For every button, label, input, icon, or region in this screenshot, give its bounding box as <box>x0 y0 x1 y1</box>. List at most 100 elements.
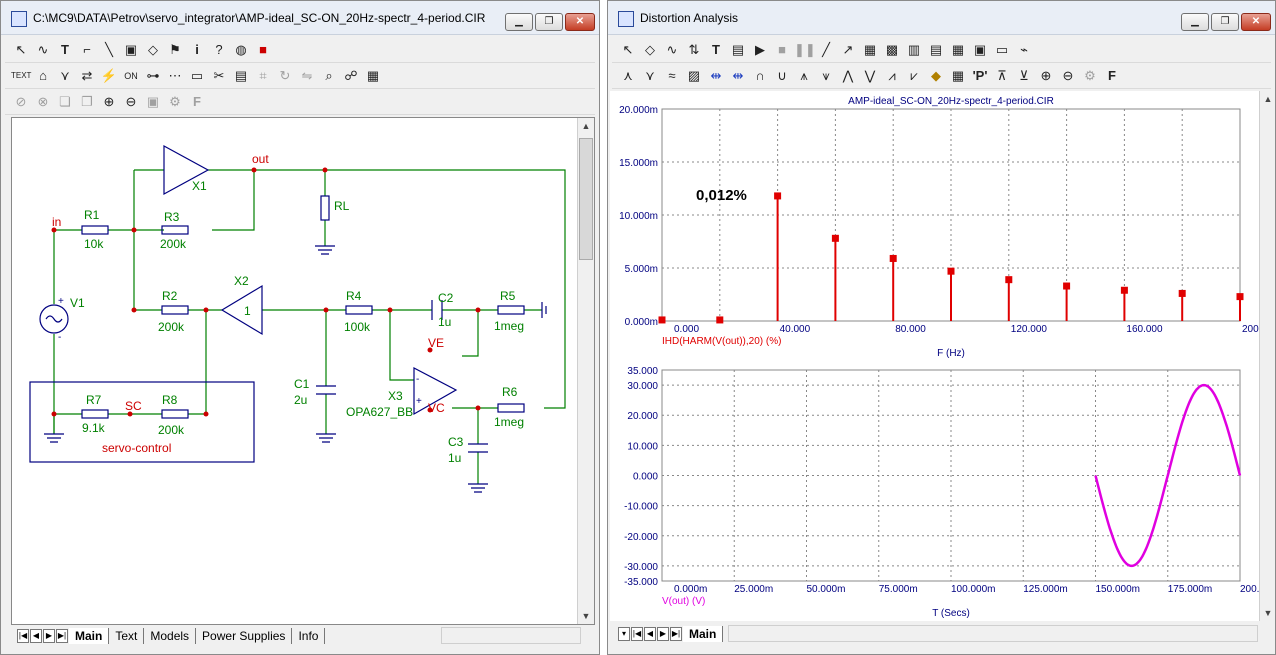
zoom-in-icon[interactable]: ⊕ <box>1040 67 1052 83</box>
inflection-icon[interactable]: ⩘ <box>888 67 896 83</box>
zoom-out-icon[interactable]: ⊖ <box>1062 67 1074 83</box>
last-page-icon[interactable]: ▶| <box>56 629 68 643</box>
cursor-left-icon[interactable]: ⇹ <box>710 67 722 83</box>
paste-icon[interactable]: ❐ <box>81 93 93 109</box>
pin-connections-icon[interactable]: ⊶ <box>146 67 160 83</box>
min-icon[interactable]: ⋁ <box>864 67 876 83</box>
analysis-titlebar[interactable]: Distortion Analysis ▁ ❐ ✕ <box>608 1 1275 35</box>
next-page-icon[interactable]: ▶ <box>657 627 669 641</box>
grid-icon[interactable]: ▦ <box>863 41 877 57</box>
table-icon[interactable]: ▦ <box>951 41 965 57</box>
arrow-line-icon[interactable]: ↗ <box>842 41 854 57</box>
info-icon[interactable]: i <box>195 41 199 57</box>
low-icon[interactable]: ∪ <box>777 67 787 83</box>
align-icon[interactable]: ⌗ <box>259 67 267 83</box>
settings-icon[interactable]: ⚙ <box>169 93 181 109</box>
schematic-hscroll[interactable] <box>441 627 581 644</box>
voltages-icon[interactable]: ⋎ <box>60 67 70 83</box>
cancel-icon[interactable]: ⊗ <box>37 93 49 109</box>
stop-icon[interactable]: ■ <box>778 41 786 57</box>
display-icon[interactable]: ▦ <box>366 67 380 83</box>
restore-icon[interactable]: ❐ <box>1211 13 1239 31</box>
scroll-down-icon[interactable]: ▼ <box>1263 608 1273 618</box>
peak-icon[interactable]: ⋏ <box>623 67 633 83</box>
copy-icon[interactable]: ❏ <box>59 93 71 109</box>
slope-icon[interactable]: ⋀ <box>842 67 854 83</box>
tab-power-supplies[interactable]: Power Supplies <box>196 628 293 644</box>
grid-fine-icon[interactable]: ▩ <box>885 41 899 57</box>
binoculars-icon[interactable]: ☍ <box>344 67 358 83</box>
last-page-icon[interactable]: ▶| <box>670 627 682 641</box>
wave-icon[interactable]: ≈ <box>668 67 676 83</box>
shapes-icon[interactable]: ◇ <box>148 41 158 57</box>
settings-icon[interactable]: ⚙ <box>1084 67 1096 83</box>
properties-icon[interactable]: ▤ <box>234 67 248 83</box>
help-icon[interactable]: ? <box>215 41 223 57</box>
grid-icon[interactable]: ⋯ <box>168 67 182 83</box>
zoom-out-icon[interactable]: ⊖ <box>125 93 137 109</box>
close-icon[interactable]: ✕ <box>1241 13 1271 31</box>
ortho-wire-icon[interactable]: ⌐ <box>83 41 91 57</box>
chart-icon[interactable]: ▨ <box>687 67 701 83</box>
minimize-icon[interactable]: ▁ <box>505 13 533 31</box>
cursor-line-icon[interactable]: ⌁ <box>1020 41 1028 57</box>
prev-page-icon[interactable]: ◀ <box>644 627 656 641</box>
vert-grid-icon[interactable]: ▥ <box>907 41 921 57</box>
tab-text[interactable]: Text <box>109 628 145 644</box>
font-icon[interactable]: F <box>1108 67 1116 83</box>
text-tool-icon[interactable]: T <box>61 41 69 57</box>
find-icon[interactable]: ⌕ <box>325 67 333 83</box>
high-icon[interactable]: ∩ <box>755 67 765 83</box>
mirror-icon[interactable]: ⇋ <box>301 67 313 83</box>
valley-icon[interactable]: ⋎ <box>645 67 655 83</box>
scroll-up-icon[interactable]: ▲ <box>581 121 591 131</box>
pause-icon[interactable]: ❚❚ <box>794 41 816 57</box>
node-numbers-icon[interactable]: ⌂ <box>39 67 47 83</box>
tab-info[interactable]: Info <box>292 628 326 644</box>
tag-right-icon[interactable]: ⊻ <box>1019 67 1029 83</box>
diagonal-wire-icon[interactable]: ╲ <box>105 41 113 57</box>
select-tool-icon[interactable]: ↖ <box>15 41 27 57</box>
schematic-titlebar[interactable]: C:\MC9\DATA\Petrov\servo_integrator\AMP-… <box>1 1 599 35</box>
prev-page-icon[interactable]: ◀ <box>30 629 42 643</box>
camera-icon[interactable]: ▣ <box>146 93 160 109</box>
peak-next-icon[interactable]: ⩚ <box>800 67 808 83</box>
global-icon[interactable]: ⩗ <box>910 67 918 83</box>
first-page-icon[interactable]: |◀ <box>631 627 643 641</box>
scroll-down-icon[interactable]: ▼ <box>581 611 591 621</box>
conditions-icon[interactable]: ON <box>124 70 138 81</box>
scroll-up-icon[interactable]: ▲ <box>1263 94 1273 104</box>
tab-main[interactable]: Main <box>683 626 724 642</box>
baseline-icon[interactable]: ▭ <box>995 41 1009 57</box>
minimize-icon[interactable]: ▁ <box>1181 13 1209 31</box>
font-icon[interactable]: F <box>193 93 201 109</box>
shapes-icon[interactable]: ◇ <box>645 41 655 57</box>
tag-left-icon[interactable]: ⊼ <box>997 67 1007 83</box>
valley-next-icon[interactable]: ⩛ <box>822 67 830 83</box>
next-page-icon[interactable]: ▶ <box>43 629 55 643</box>
schematic-vscroll[interactable]: ▲ ▼ <box>577 118 594 624</box>
schematic-canvas[interactable]: out in SC VE VC X1 R1 10k R3 200k RL V1 … <box>11 117 595 625</box>
wire-tool-icon[interactable]: ∿ <box>37 41 49 57</box>
stop-icon[interactable]: ■ <box>259 41 267 57</box>
restore-icon[interactable]: ❐ <box>535 13 563 31</box>
stop-circle-icon[interactable]: ⊘ <box>15 93 27 109</box>
layout-icon[interactable]: ▣ <box>973 41 987 57</box>
globe-icon[interactable]: ◍ <box>235 41 247 57</box>
tag-icon[interactable]: ◆ <box>931 67 941 83</box>
currents-icon[interactable]: ⇄ <box>81 67 93 83</box>
analysis-hscroll[interactable] <box>728 625 1258 642</box>
close-icon[interactable]: ✕ <box>565 13 595 31</box>
power-icon[interactable]: ⚡ <box>100 67 118 83</box>
text-tool-icon[interactable]: T <box>712 41 720 57</box>
text-mode-icon[interactable]: TEXT <box>11 70 32 80</box>
flag-icon[interactable]: ⚑ <box>169 41 181 57</box>
cursor-right-icon[interactable]: ⇹ <box>732 67 744 83</box>
tab-models[interactable]: Models <box>144 628 197 644</box>
cursor-icon[interactable]: ✂ <box>213 67 225 83</box>
dropdown-icon[interactable]: ▾ <box>618 627 630 641</box>
analysis-vscroll[interactable]: ▲ ▼ <box>1259 91 1275 621</box>
component-icon[interactable]: ▣ <box>124 41 138 57</box>
zoom-in-icon[interactable]: ⊕ <box>103 93 115 109</box>
